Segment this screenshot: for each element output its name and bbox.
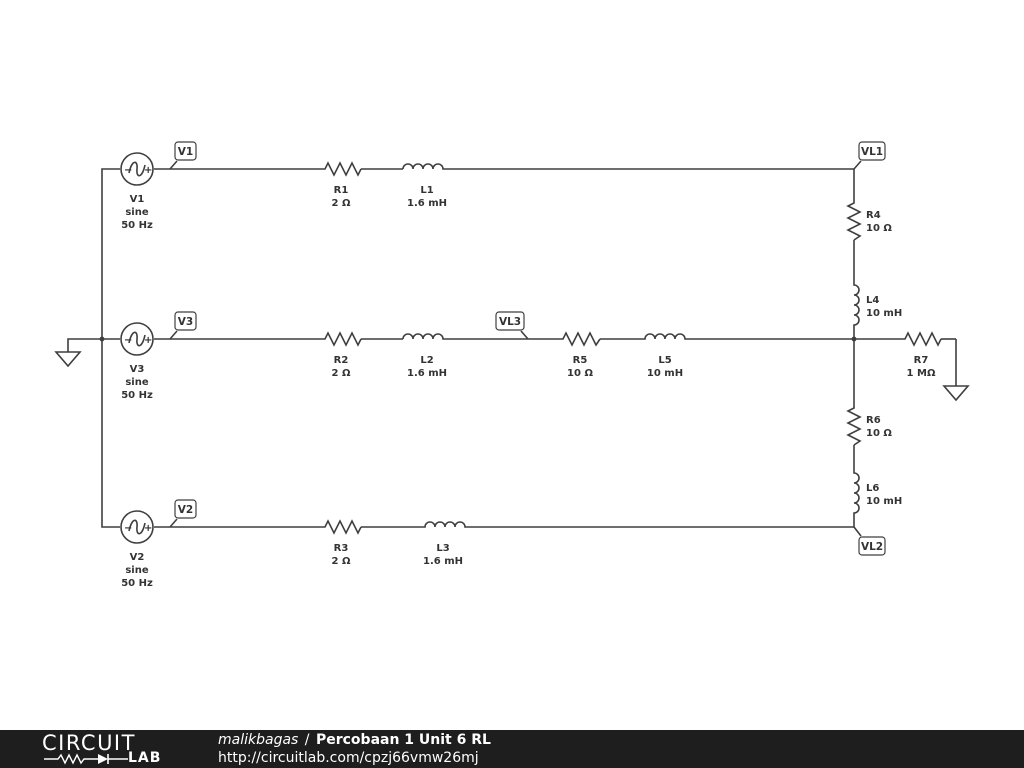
resistor-r4[interactable] [846, 200, 862, 241]
logo-text-lab: LAB [128, 750, 162, 766]
ground-symbol-left [54, 351, 82, 368]
label-l6-name: L6 [866, 483, 879, 494]
label-v1-type: sine [125, 207, 148, 218]
resistor-r5[interactable] [560, 331, 601, 347]
left-bus-wire [101, 168, 120, 528]
source-v3[interactable]: − + [120, 322, 154, 356]
label-v2-type: sine [125, 565, 148, 576]
circuitlab-logo[interactable]: CIRCUIT LAB [42, 732, 178, 766]
svg-text:VL1: VL1 [861, 146, 883, 158]
circuit-title[interactable]: Percobaan 1 Unit 6 RL [315, 732, 491, 748]
resistor-r7[interactable] [902, 331, 942, 347]
label-l5-name: L5 [658, 355, 671, 366]
label-v2-freq: 50 Hz [121, 578, 153, 589]
svg-text:V2: V2 [178, 504, 193, 516]
inductor-l4[interactable] [853, 282, 860, 329]
label-r7-name: R7 [914, 355, 929, 366]
label-l1-value: 1.6 mH [407, 198, 447, 209]
svg-text:−: − [124, 335, 132, 346]
circuit-url[interactable]: http://circuitlab.com/cpzj66vmw26mj [218, 750, 479, 766]
probe-v2[interactable]: V2 [169, 499, 197, 528]
label-l4-value: 10 mH [866, 308, 902, 319]
label-r4-name: R4 [866, 210, 881, 221]
svg-text:−: − [124, 523, 132, 534]
author-name[interactable]: malikbagas [218, 732, 299, 748]
logo-resistor-diode-icon [44, 753, 128, 765]
source-v1[interactable]: − + [120, 152, 154, 186]
svg-text:−: − [124, 165, 132, 176]
label-v1-freq: 50 Hz [121, 220, 153, 231]
inductor-l6[interactable] [853, 470, 860, 517]
node-left [99, 336, 105, 342]
label-r7-value: 1 MΩ [907, 368, 936, 379]
label-r5-name: R5 [573, 355, 588, 366]
label-v3-type: sine [125, 377, 148, 388]
svg-text:V3: V3 [178, 316, 193, 328]
label-l1-name: L1 [420, 185, 433, 196]
node-right [851, 336, 857, 342]
resistor-r6[interactable] [846, 405, 862, 446]
probe-v1[interactable]: V1 [169, 141, 197, 170]
resistor-r1[interactable] [322, 161, 362, 177]
label-l2-name: L2 [420, 355, 433, 366]
label-l3-value: 1.6 mH [423, 556, 463, 567]
footer-bar: CIRCUIT LAB malikbagas / Percobaan 1 Uni… [0, 730, 1024, 768]
label-v1-name: V1 [130, 194, 145, 205]
logo-text-circuit: CIRCUIT [42, 731, 136, 755]
label-r3-value: 2 Ω [332, 556, 351, 567]
wires [67, 168, 957, 528]
label-l6-value: 10 mH [866, 496, 902, 507]
svg-text:+: + [144, 523, 152, 534]
source-v2[interactable]: − + [120, 510, 154, 544]
label-v3-freq: 50 Hz [121, 390, 153, 401]
label-r5-value: 10 Ω [567, 368, 593, 379]
ground-left-wire [67, 338, 102, 352]
probe-vl2[interactable]: VL2 [853, 526, 886, 556]
probe-v3[interactable]: V3 [169, 311, 197, 340]
inductor-l2[interactable] [402, 333, 450, 340]
svg-text:V1: V1 [178, 146, 193, 158]
resistor-r2[interactable] [322, 331, 362, 347]
credit-separator: / [304, 732, 310, 748]
label-r6-name: R6 [866, 415, 881, 426]
circuit-credit: malikbagas / Percobaan 1 Unit 6 RL [218, 731, 491, 749]
label-r2-value: 2 Ω [332, 368, 351, 379]
label-r6-value: 10 Ω [866, 428, 892, 439]
label-l3-name: L3 [436, 543, 449, 554]
label-l4-name: L4 [866, 295, 879, 306]
ground-symbol-right [942, 385, 970, 402]
svg-text:VL3: VL3 [499, 316, 521, 328]
label-r3-name: R3 [334, 543, 349, 554]
label-v3-name: V3 [130, 364, 145, 375]
label-r2-name: R2 [334, 355, 349, 366]
svg-text:VL2: VL2 [861, 541, 883, 553]
resistor-r3[interactable] [322, 519, 362, 535]
probe-vl1[interactable]: VL1 [853, 141, 886, 170]
label-v2-name: V2 [130, 552, 145, 563]
label-l2-value: 1.6 mH [407, 368, 447, 379]
inductor-l5[interactable] [642, 333, 689, 340]
inductor-l3[interactable] [420, 521, 466, 528]
probe-vl3[interactable]: VL3 [495, 311, 529, 340]
inductor-l1[interactable] [402, 163, 450, 170]
label-l5-value: 10 mH [647, 368, 683, 379]
svg-text:+: + [144, 165, 152, 176]
label-r4-value: 10 Ω [866, 223, 892, 234]
label-r1-value: 2 Ω [332, 198, 351, 209]
label-r1-name: R1 [334, 185, 349, 196]
svg-text:+: + [144, 335, 152, 346]
circuit-schematic: − + − + − + V1 V3 V2 [54, 141, 970, 589]
